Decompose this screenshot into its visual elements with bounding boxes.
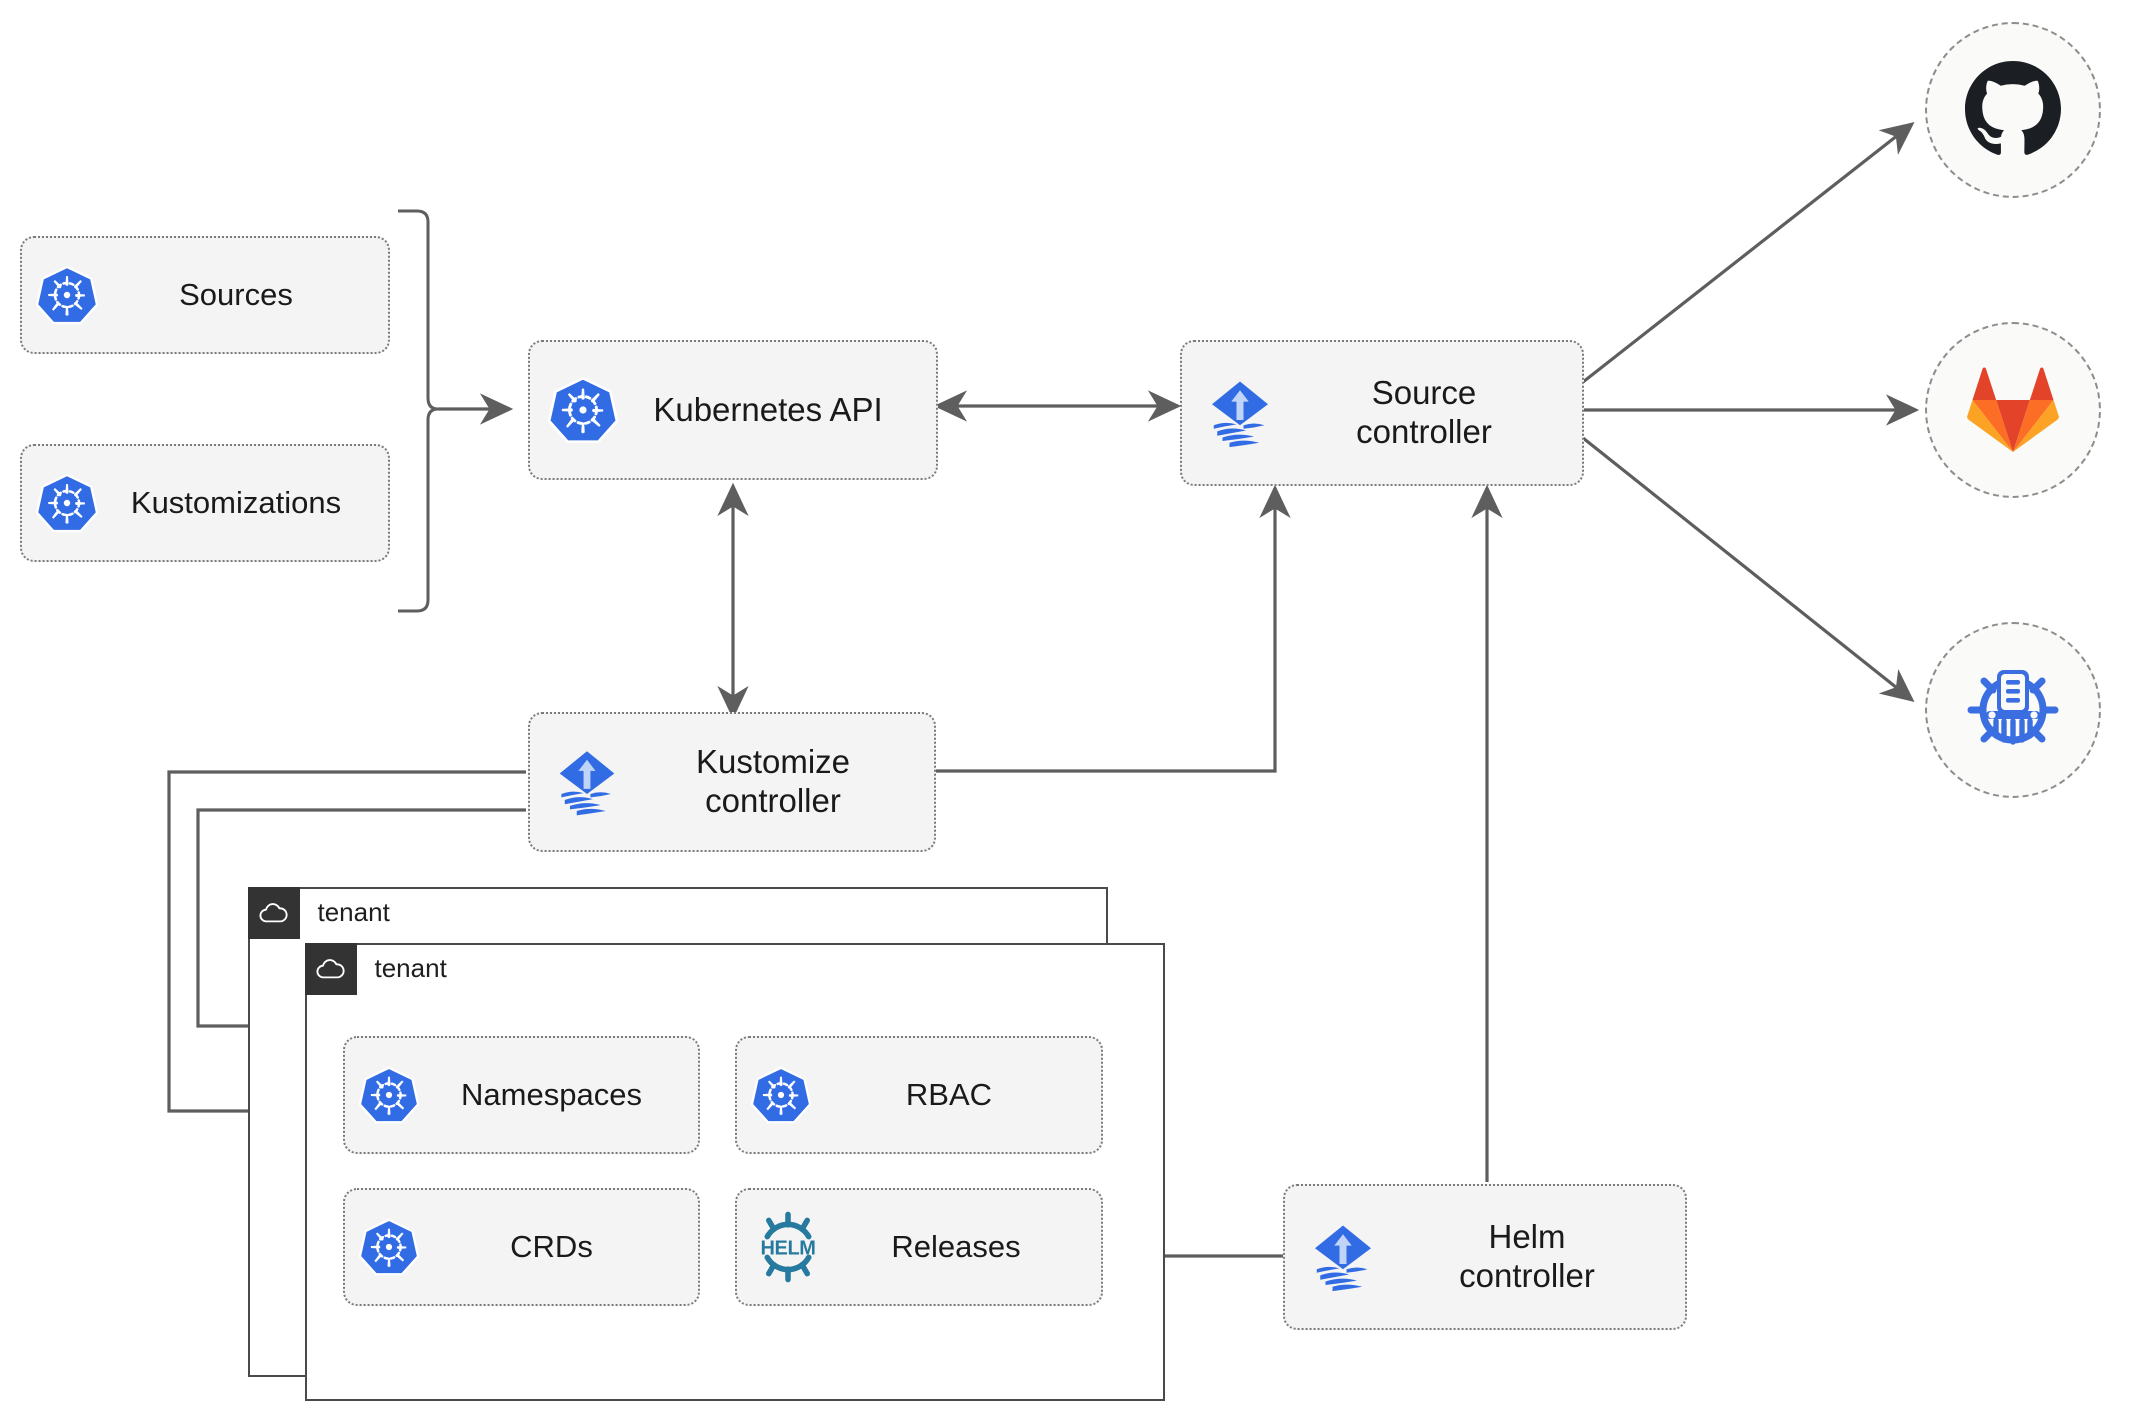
node-namespaces[interactable]: Namespaces (343, 1036, 700, 1154)
node-label: Kubernetes API (653, 390, 883, 428)
node-label: CRDs (510, 1228, 593, 1264)
kubernetes-icon (548, 375, 618, 445)
node-rbac[interactable]: RBAC (735, 1036, 1103, 1154)
node-label: Source controller (1356, 374, 1492, 450)
wire-kustomize-source (935, 484, 1291, 773)
flux-icon (546, 741, 628, 823)
cloud-icon (247, 886, 300, 939)
svg-text:HELM: HELM (760, 1237, 815, 1259)
flux-icon (1198, 371, 1282, 455)
node-label: Kustomizations (130, 484, 342, 520)
node-crds[interactable]: CRDs (343, 1188, 700, 1306)
tenant-outer-header: tenant (247, 886, 390, 939)
node-label: Kustomize controller (695, 743, 851, 819)
kubernetes-icon (36, 472, 98, 534)
bucket-icon (1963, 658, 2063, 763)
node-kubernetes-api[interactable]: Kubernetes API (528, 340, 938, 480)
node-label: Sources (179, 276, 293, 312)
tenant-label: tenant (317, 897, 390, 927)
kubernetes-icon (359, 1217, 419, 1277)
kubernetes-icon (751, 1065, 811, 1125)
provider-github[interactable] (1925, 22, 2101, 198)
node-helm-controller[interactable]: Helm controller (1283, 1184, 1687, 1330)
node-sources[interactable]: Sources (20, 236, 390, 354)
helm-icon: HELM (751, 1210, 825, 1284)
provider-bucket[interactable] (1925, 622, 2101, 798)
kubernetes-icon (36, 264, 98, 326)
cloud-icon (304, 942, 357, 995)
provider-gitlab[interactable] (1925, 322, 2101, 498)
gitlab-icon (1967, 364, 2059, 457)
node-label: Releases (891, 1228, 1021, 1264)
node-label: RBAC (905, 1076, 993, 1112)
tenant-inner[interactable]: tenant (304, 942, 1165, 1401)
node-kustomize-controller[interactable]: Kustomize controller (528, 712, 936, 852)
github-icon (1965, 60, 2061, 161)
node-releases[interactable]: HELM Releases (735, 1188, 1103, 1306)
node-source-controller[interactable]: Source controller (1180, 340, 1584, 486)
flux-icon (1301, 1215, 1385, 1299)
kubernetes-icon (359, 1065, 419, 1125)
brace-resources (398, 209, 439, 613)
node-label: Helm controller (1459, 1218, 1595, 1294)
wire-source-github (1582, 122, 1915, 384)
wire-source-bucket (1582, 436, 1915, 702)
tenant-inner-header: tenant (304, 942, 447, 995)
node-kustomizations[interactable]: Kustomizations (20, 444, 390, 562)
tenant-label: tenant (374, 953, 447, 983)
node-label: Namespaces (461, 1076, 642, 1112)
